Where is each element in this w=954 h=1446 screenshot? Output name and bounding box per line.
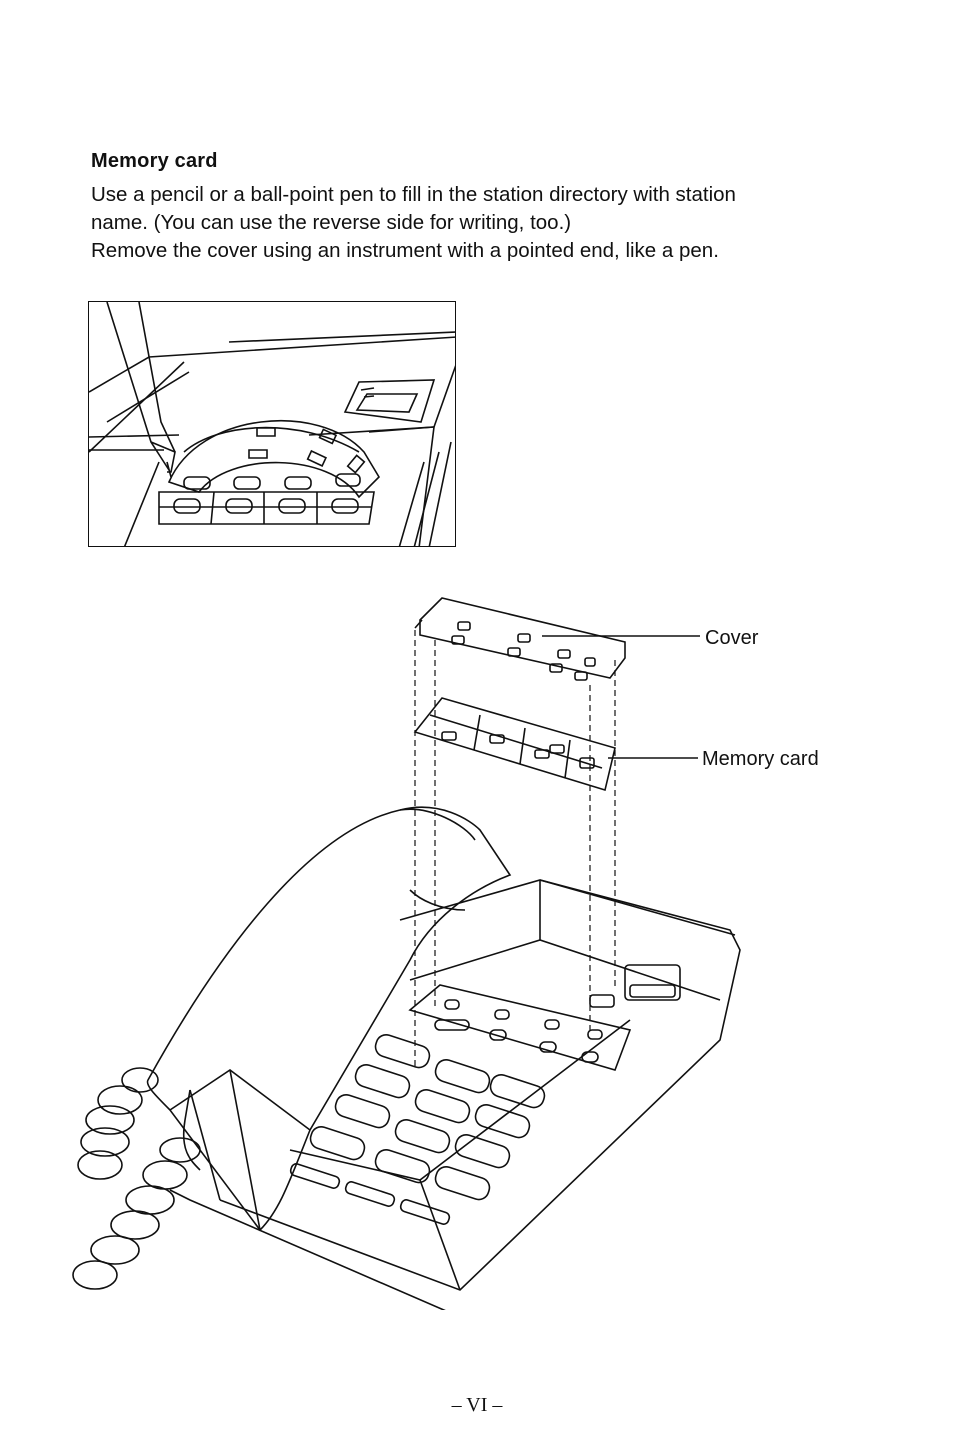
telephone-exploded-illustration bbox=[70, 590, 770, 1315]
instruction-line-3: Remove the cover using an instrument wit… bbox=[91, 239, 719, 262]
instruction-line-1: Use a pencil or a ball-point pen to fill… bbox=[91, 183, 736, 206]
keypad bbox=[289, 1032, 547, 1225]
coiled-cord bbox=[73, 1068, 200, 1289]
instruction-text: Use a pencil or a ball-point pen to fill… bbox=[91, 181, 891, 265]
section-heading: Memory card bbox=[91, 150, 218, 172]
cover-plate bbox=[415, 598, 625, 680]
cover-callout-label: Cover bbox=[705, 627, 759, 649]
pen-writing-illustration bbox=[88, 301, 456, 547]
memory-card bbox=[415, 698, 615, 790]
page-number: – VI – bbox=[451, 1394, 503, 1416]
memory-card-callout-label: Memory card bbox=[702, 748, 819, 770]
instruction-line-2: name. (You can use the reverse side for … bbox=[91, 211, 572, 234]
